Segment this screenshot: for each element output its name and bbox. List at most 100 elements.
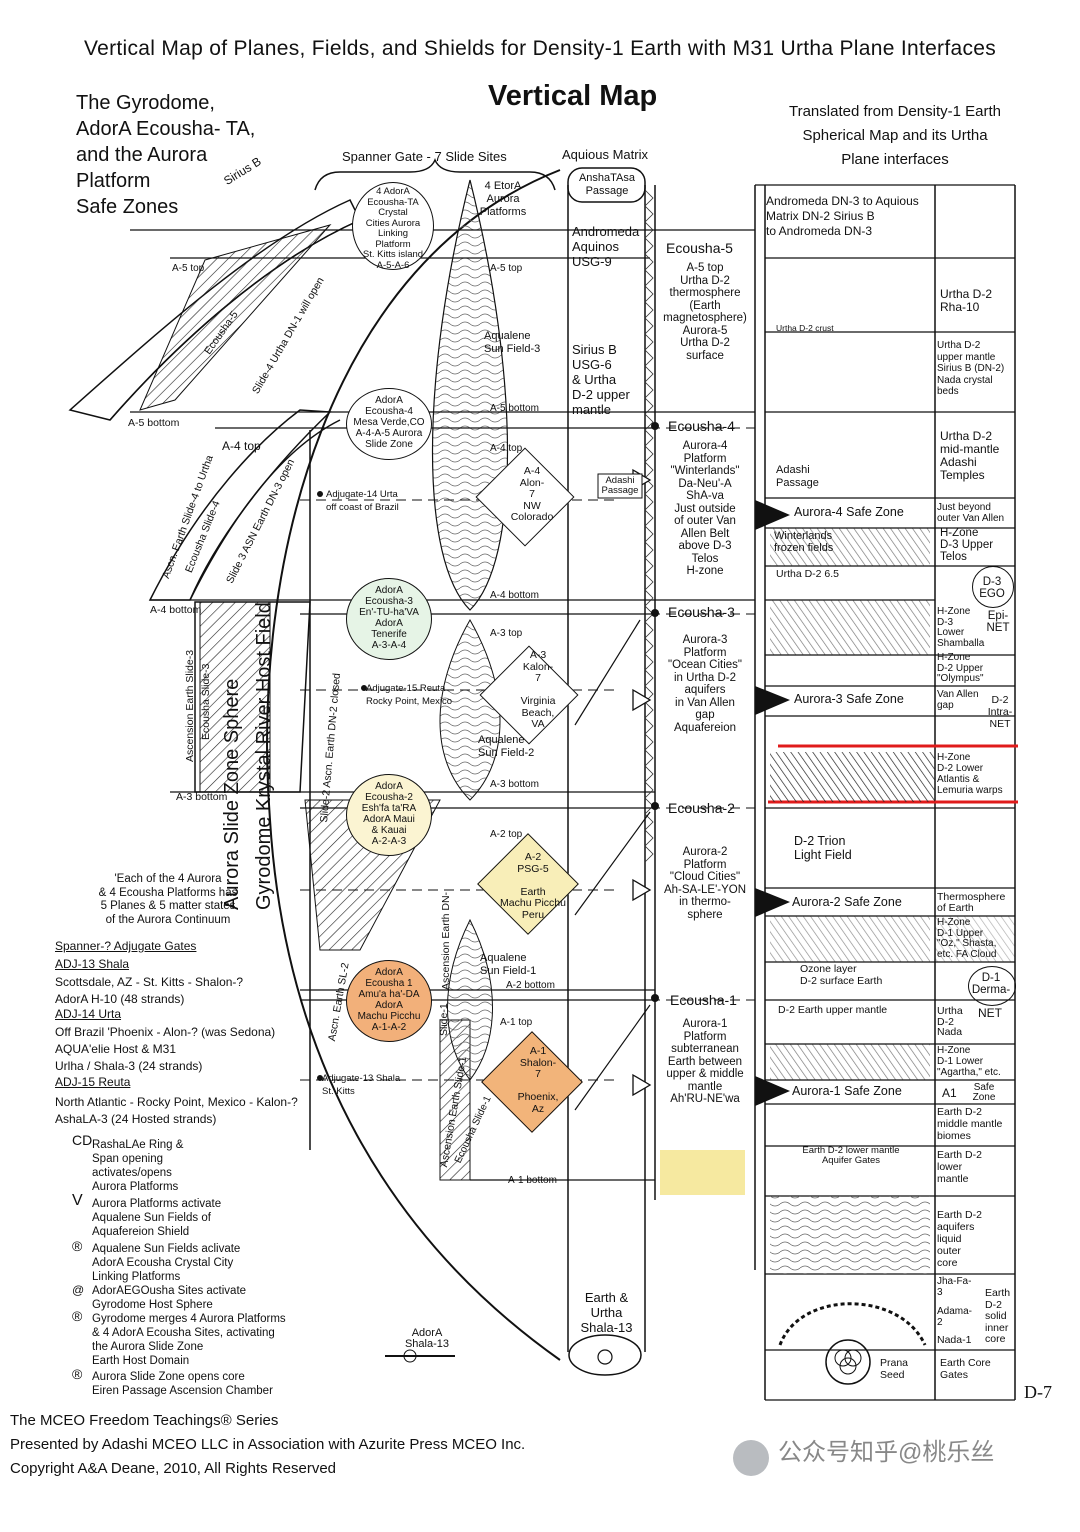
watermark-icon: [733, 1440, 769, 1476]
footer-copyright: Copyright A&A Deane, 2010, All Rights Re…: [10, 1462, 336, 1475]
right-row-25-right: Earth D-2 solid inner core: [985, 1288, 1010, 1346]
ascn-dn-label: Ascension Earth DN-: [440, 892, 453, 990]
left-a5-bottom: A-5 bottom: [128, 417, 179, 430]
adashi-passage-box-label: Adashi Passage: [598, 476, 642, 496]
right-row-7-right: Epi- NET: [980, 610, 1016, 634]
ansha-passage-label: AnshaTAsa Passage: [570, 172, 644, 198]
a5-top: A-5 top: [490, 262, 522, 275]
aqualene-3: Aqualene Sun Field-3: [484, 330, 540, 356]
right-row-2-left: Adashi Passage: [776, 464, 819, 490]
right-row-4-right: H-Zone D-3 Upper Telos: [940, 527, 993, 563]
ecousha-3-label: Ecousha-3: [668, 606, 735, 619]
safe-zone-4: Aurora-4 Safe Zone: [794, 506, 904, 519]
right-row-15-right: D-1 Derma-: [968, 972, 1014, 996]
note-adj13-text: Scottsdale, AZ - St. Kitts - Shalon-? Ad…: [55, 974, 243, 1008]
adora-circle-2-text: AdorA Ecousha-2 Esh'fa ta'RA AdorA Maui …: [347, 781, 431, 847]
lower-mantle-left: Earth D-2 lower mantle Aquifer Gates: [766, 1146, 936, 1166]
right-row-6-right: H-Zone D-3 Lower Shamballa: [937, 607, 984, 649]
right-row-16-right: Urtha D-2 Nada: [937, 1006, 963, 1038]
right-row-8-right: H-Zone D-2 Upper "Olympus": [937, 653, 984, 685]
note-seq-1: RashaLAe Ring & Span opening activates/o…: [92, 1138, 183, 1194]
note-seq-5-symbol: ®: [72, 1310, 82, 1323]
safe-zone-1: Aurora-1 Safe Zone: [792, 1085, 902, 1098]
note-seq-3-symbol: ®: [72, 1240, 82, 1253]
aqualene-2: Aqualene Sun Field-2: [478, 734, 534, 760]
right-row-10-right: D-2 Intra- NET: [984, 694, 1016, 730]
page-code: D-7: [1024, 1386, 1052, 1399]
adora-circle-5-text: 4 AdorA Ecousha-TA Crystal Cities Aurora…: [353, 187, 433, 271]
a5-bottom: A-5 bottom: [490, 402, 539, 415]
diamond-a4-text: A-4 Alon- 7 NW Colorado: [494, 466, 570, 524]
note-seq-6-symbol: ®: [72, 1368, 82, 1381]
right-row-21-right: Earth D-2 middle mantle biomes: [937, 1106, 1002, 1142]
adjugate-15: Adjugate-15 Reuta Rocky Point, Mexico: [366, 682, 452, 708]
right-row-18-right: H-Zone D-1 Lower "Agartha," etc.: [937, 1045, 1001, 1078]
map-heading: Vertical Map: [488, 90, 657, 103]
right-row-20-right: Safe Zone: [966, 1083, 1002, 1103]
zigzag-border: [645, 190, 653, 862]
a3-top: A-3 top: [490, 627, 522, 640]
footer-presented: Presented by Adashi MCEO LLC in Associat…: [10, 1438, 525, 1451]
adora-circle-4-text: AdorA Ecousha-4 Mesa Verde,CO A-4-A-5 Au…: [347, 395, 431, 450]
ecousha-2-label: Ecousha-2: [668, 802, 735, 815]
ecousha-5-desc: A-5 top Urtha D-2 thermosphere (Earth ma…: [656, 262, 754, 362]
diamond-a3-text: A-3 Kalon- 7 Virginia Beach, VA: [500, 650, 576, 731]
earth-shala-label: Earth & Urtha Shala-13: [568, 1290, 645, 1335]
a5-top-small-label: A-5 top: [172, 262, 204, 275]
note-adj15-text: North Atlantic - Rocky Point, Mexico - K…: [55, 1094, 298, 1128]
note-seq-4-symbol: @: [72, 1284, 84, 1297]
right-row-19-right: A1: [942, 1087, 957, 1100]
watermark: 公众号知乎@桃乐丝: [778, 1446, 994, 1459]
note-adj14-text: Off Brazil 'Phoenix - Alon-? (was Sedona…: [55, 1024, 275, 1075]
right-header: Andromeda DN-3 to Aquious Matrix DN-2 Si…: [766, 194, 919, 239]
right-row-17-right: NET: [978, 1007, 1002, 1020]
adora-circle-3: AdorA Ecousha-3 En'-TU-ha'VA AdorA Tener…: [346, 578, 432, 660]
left-a4-bottom: A-4 bottom: [150, 604, 201, 617]
note-seq-2: Aurora Platforms activate Aqualene Sun F…: [92, 1197, 221, 1239]
etora-label: 4 EtorA Aurora Platforms: [468, 180, 538, 219]
ecousha-2-desc: Aurora-2 Platform "Cloud Cities" Ah-SA-L…: [656, 846, 754, 921]
slide-1-label: Slide-1: [438, 1003, 451, 1036]
adora-circle-4: AdorA Ecousha-4 Mesa Verde,CO A-4-A-5 Au…: [346, 388, 432, 460]
adora-circle-3-text: AdorA Ecousha-3 En'-TU-ha'VA AdorA Tener…: [347, 585, 431, 651]
note-spanner-head: Spanner-? Adjugate Gates: [55, 940, 196, 953]
sirius-b-column: Sirius B USG-6 & Urtha D-2 upper mantle: [572, 342, 630, 417]
core-gates: Earth Core Gates: [940, 1357, 991, 1381]
note-seq-4: AdorAEGOusha Sites activate Gyrodome Hos…: [92, 1284, 246, 1312]
adora-circle-5: 4 AdorA Ecousha-TA Crystal Cities Aurora…: [352, 182, 434, 270]
spanner-gate-label: Spanner Gate - 7 Slide Sites: [342, 150, 507, 163]
a2-top: A-2 top: [490, 828, 522, 841]
adora-shala-label: AdorA Shala-13: [392, 1328, 462, 1350]
ecousha-1-label: Ecousha-1: [670, 994, 737, 1007]
right-row-4-left: Winterlands frozen fields: [774, 530, 833, 554]
note-seq-6: Aurora Slide Zone opens core Eiren Passa…: [92, 1370, 273, 1398]
host-field-label: Gyrodome Krystal River Host Field: [258, 602, 271, 910]
page-title: Vertical Map of Planes, Fields, and Shie…: [0, 42, 1080, 55]
ecousha-5-label: Ecousha-5: [666, 242, 733, 255]
safe-zone-3: Aurora-3 Safe Zone: [794, 693, 904, 706]
note-each-platform: 'Each of the 4 Aurora & 4 Ecousha Platfo…: [68, 873, 268, 927]
left-a3-bottom: A-3 bottom: [176, 791, 227, 804]
ecousha-4-label: Ecousha-4: [668, 420, 735, 433]
right-row-2-right: Urtha D-2 mid-mantle Adashi Temples: [940, 430, 999, 482]
a1-top: A-1 top: [500, 1016, 532, 1029]
adora-circle-1: AdorA Ecousha 1 Amu'a ha'-DA AdorA Machu…: [346, 960, 432, 1042]
right-row-22-right: Earth D-2 lower mantle: [937, 1149, 982, 1185]
right-row-26-right: Adama- 2: [937, 1306, 972, 1328]
note-seq-2-symbol: V: [72, 1194, 83, 1207]
ecousha-slide-3-label: Ecousha Slide-3: [200, 664, 213, 740]
note-adj14: ADJ-14 Urta: [55, 1008, 121, 1021]
left-title: The Gyrodome, AdorA Ecousha- TA, and the…: [76, 90, 255, 220]
a3-bottom: A-3 bottom: [490, 778, 539, 791]
right-row-1-right: Urtha D-2 upper mantle Sirius B (DN-2) N…: [937, 340, 1004, 398]
right-row-27-right: Nada-1: [937, 1334, 971, 1347]
safe-zone-2: Aurora-2 Safe Zone: [792, 896, 902, 909]
right-row-23-right: Earth D-2 aquifers liquid outer core: [937, 1209, 982, 1269]
right-row-11-right: H-Zone D-2 Lower Atlantis & Lemuria warp…: [937, 752, 1003, 796]
right-row-0-right: Urtha D-2 Rha-10: [940, 288, 992, 314]
right-row-9-right: Van Allen gap: [937, 690, 979, 711]
diamond-a2-text: A-2 PSG-5 Earth Machu Picchu Peru: [488, 852, 578, 921]
andromeda-aquinos-label: Andromeda Aquinos USG-9: [572, 224, 639, 269]
a4-top: A-4 top: [490, 442, 522, 455]
note-seq-5: Gyrodome merges 4 Aurora Platforms & 4 A…: [92, 1312, 286, 1368]
